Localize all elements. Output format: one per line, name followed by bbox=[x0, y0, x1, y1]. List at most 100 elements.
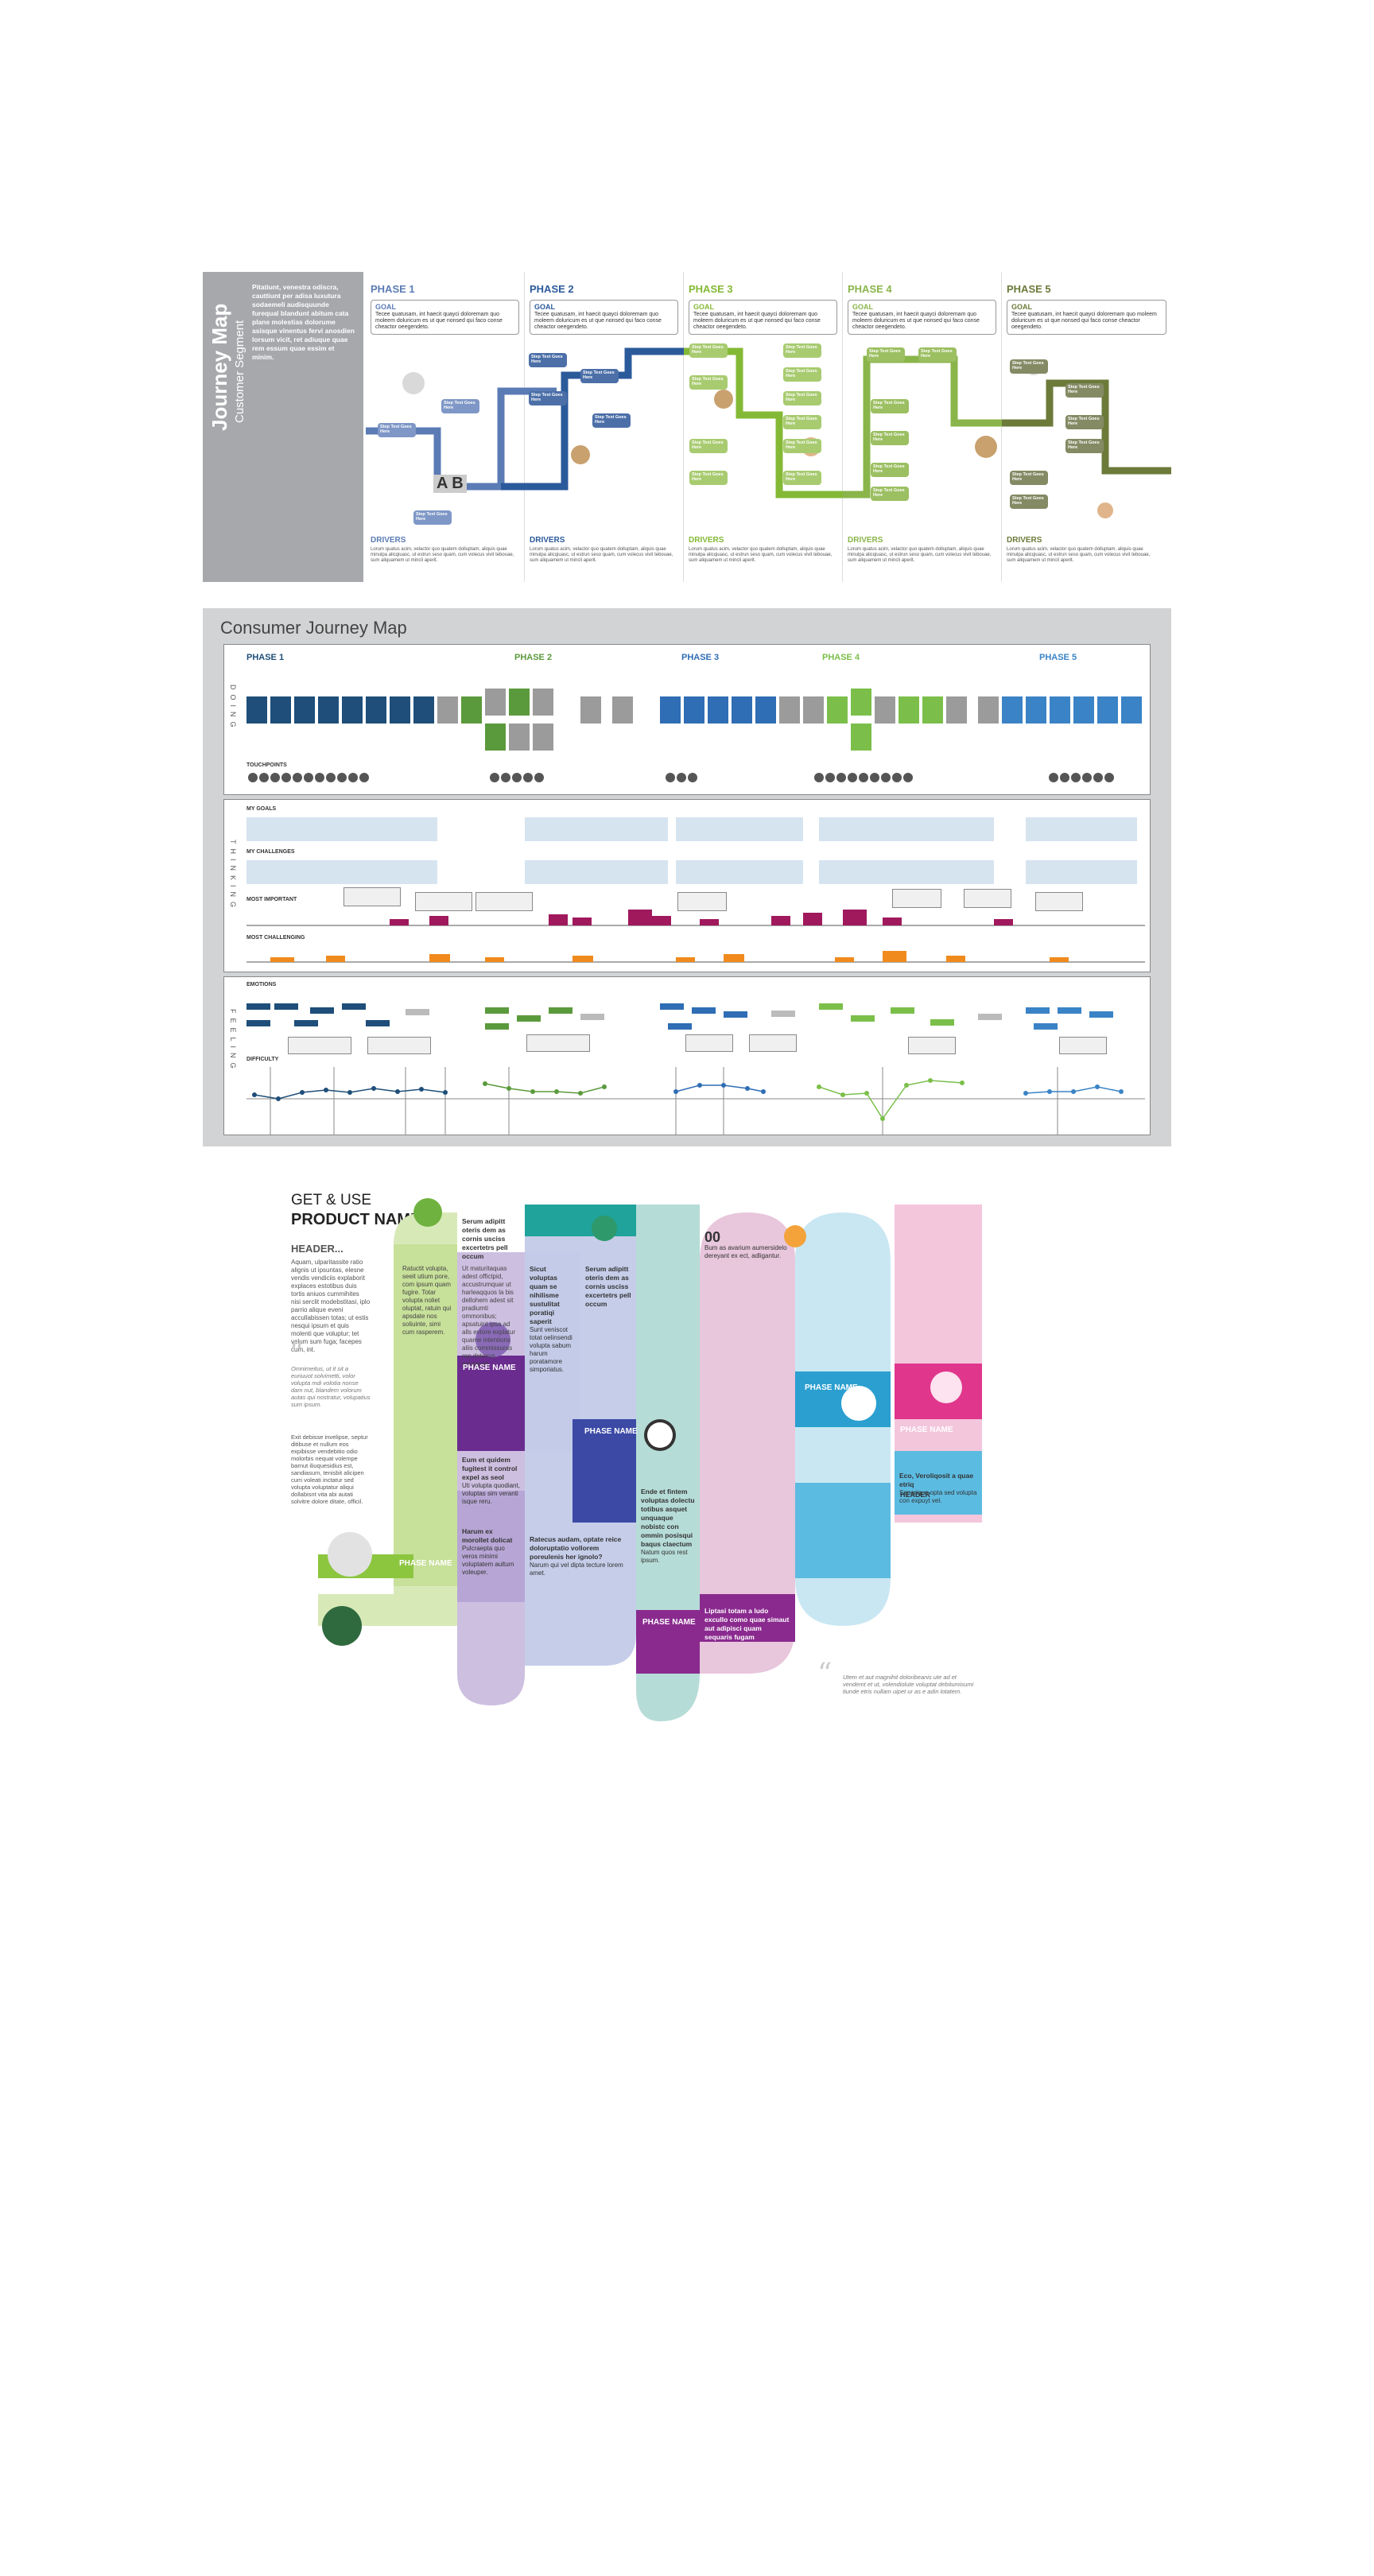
step-bubble: Step Text Goes Here bbox=[689, 343, 728, 358]
phase-name: PHASE NAME bbox=[463, 1364, 516, 1372]
tile-header: HEADER bbox=[900, 1491, 931, 1499]
step-bubble: Step Text Goes Here bbox=[867, 347, 905, 362]
step-bubble: Step Text Goes Here bbox=[592, 413, 631, 428]
tile-title: Sicut voluptas quam se nihilisme sustuli… bbox=[530, 1265, 560, 1325]
goal-text: Tecee quatusam, int haecit quayci dolore… bbox=[375, 312, 503, 330]
journey-tile: Liptasi totam a ludo excullo como quae s… bbox=[700, 1602, 795, 1647]
tile-title: Harum ex morollet dolicat bbox=[462, 1527, 513, 1544]
phase-label: PHASE 1 bbox=[371, 283, 415, 295]
touchpoint-icons bbox=[248, 773, 1114, 782]
step-bubble: Step Text Goes Here bbox=[529, 391, 567, 405]
journey-tile: Serum adipitt oteris dem as cornis uscis… bbox=[457, 1212, 525, 1266]
thinking-chart bbox=[246, 817, 1145, 963]
drivers-label: DRIVERS bbox=[371, 536, 406, 545]
step-bubble: Step Text Goes Here bbox=[1010, 471, 1048, 485]
phase-label: PHASE 1 bbox=[246, 653, 285, 662]
panel3-intro: Aquam, ulparitassite ratio alignis ut ip… bbox=[291, 1259, 371, 1353]
note-card bbox=[344, 887, 401, 906]
step-bubble: Step Text Goes Here bbox=[689, 439, 728, 453]
journey-map-sidebar: Journey Map Customer Segment Pitatiunt, … bbox=[203, 272, 363, 582]
phase-label: PHASE 3 bbox=[689, 283, 733, 295]
phase-label: PHASE 4 bbox=[848, 283, 892, 295]
step-bubble: Step Text Goes Here bbox=[1010, 359, 1048, 374]
goal-title: GOAL bbox=[1011, 303, 1032, 311]
tile-title: Serum adipitt oteris dem as cornis uscis… bbox=[462, 1217, 508, 1260]
my-goals-label: MY GOALS bbox=[246, 806, 277, 812]
drivers-text: Lorum quatus acim, velactor quo quatem d… bbox=[848, 547, 992, 563]
panel3-header-line1: GET & USE bbox=[291, 1192, 372, 1208]
tile-text: Sunt veniscot totat oelinsendi volupta s… bbox=[530, 1326, 572, 1373]
phase-name: PHASE NAME bbox=[642, 1618, 696, 1627]
goal-title: GOAL bbox=[693, 303, 714, 311]
consumer-journey-map-panel: Consumer Journey Map DOING PHASE 1 PHASE… bbox=[203, 608, 1171, 1146]
step-bubble: Step Text Goes Here bbox=[783, 471, 821, 485]
thinking-label: THINKING bbox=[229, 840, 237, 913]
step-bubble: Step Text Goes Here bbox=[783, 439, 821, 453]
drivers-text: Lorum quatus acim, velactor quo quatem d… bbox=[530, 547, 673, 563]
step-bubble: Step Text Goes Here bbox=[529, 353, 567, 367]
doing-steps bbox=[246, 689, 1142, 751]
step-bubble: Step Text Goes Here bbox=[918, 347, 957, 362]
goal-text: Tecee quatusam, int haecit quayci dolore… bbox=[852, 312, 980, 330]
goal-title: GOAL bbox=[852, 303, 873, 311]
tile-title: Ende et fintem voluptas dolectu totibus … bbox=[641, 1488, 695, 1548]
note-card bbox=[964, 889, 1011, 908]
tile-title: Liptasi totam a ludo excullo como quae s… bbox=[704, 1607, 790, 1641]
step-bubble: Step Text Goes Here bbox=[783, 343, 821, 358]
tile-text: Narum qui vel dipta tecture lorem amet. bbox=[530, 1562, 623, 1577]
ab-test-card: A B bbox=[433, 475, 467, 493]
panel3-header-line2: PRODUCT NAME bbox=[291, 1211, 421, 1228]
phase-name: PHASE NAME bbox=[900, 1426, 953, 1434]
note-card bbox=[749, 1034, 797, 1052]
panel3-subheader: HEADER... bbox=[291, 1243, 344, 1255]
drivers-label: DRIVERS bbox=[530, 536, 565, 545]
journey-path bbox=[366, 347, 1171, 518]
quote-mark-icon: “ bbox=[289, 1336, 305, 1369]
note-card bbox=[475, 892, 533, 911]
drivers-text: Lorum quatus acim, velactor quo quatem d… bbox=[371, 547, 514, 563]
tile-text: Uti volupta quodiant, voluptas sim veran… bbox=[462, 1482, 520, 1505]
step-bubble: Step Text Goes Here bbox=[871, 399, 909, 413]
tile-text: Pulcraepta quo veros minimi voluptatem a… bbox=[462, 1545, 514, 1576]
phase-label: PHASE 5 bbox=[1039, 653, 1077, 662]
touchpoints-label: TOUCHPOINTS bbox=[246, 762, 287, 768]
drivers-label: DRIVERS bbox=[689, 536, 724, 545]
step-bubble: Step Text Goes Here bbox=[441, 399, 479, 413]
emotions-label: EMOTIONS bbox=[246, 982, 277, 987]
goal-title: GOAL bbox=[534, 303, 555, 311]
step-bubble: Step Text Goes Here bbox=[1065, 439, 1104, 453]
journey-tile: Eum et quidem fugitest it control expel … bbox=[457, 1451, 525, 1511]
journey-map-intro: Pitatiunt, venestra odiscra, cauttiunt p… bbox=[252, 283, 355, 361]
thinking-section: THINKING MY GOALS MY CHALLENGES MOST IMP… bbox=[223, 799, 1151, 972]
note-card bbox=[908, 1037, 956, 1054]
step-bubble: Step Text Goes Here bbox=[871, 463, 909, 477]
consumer-journey-map-title: Consumer Journey Map bbox=[220, 618, 407, 638]
phase-label: PHASE 2 bbox=[514, 653, 553, 662]
journey-tile: Sicut voluptas quam se nihilisme sustuli… bbox=[525, 1260, 580, 1379]
journey-tile: Ende et fintem voluptas dolectu totibus … bbox=[636, 1483, 700, 1569]
tile-title: Ratecus audam, optate reice doloruptatio… bbox=[530, 1535, 622, 1561]
most-challenging-label: MOST CHALLENGING bbox=[246, 935, 305, 941]
journey-tile: Ut maturitaquas adest offictpid, accustr… bbox=[457, 1260, 525, 1373]
note-card bbox=[892, 889, 941, 908]
step-bubble: Step Text Goes Here bbox=[1010, 495, 1048, 509]
journey-tile: Ratecus audam, optate reice doloruptatio… bbox=[525, 1530, 636, 1582]
note-card bbox=[526, 1034, 590, 1052]
doing-section: DOING PHASE 1 PHASE 2 PHASE 3 PHASE 4 PH… bbox=[223, 644, 1151, 795]
panel3-quote1: Omnimeitus, ut it sit a euriuuot solvime… bbox=[291, 1365, 371, 1408]
step-bubble: Step Text Goes Here bbox=[413, 510, 452, 525]
journey-map-title: Journey Map bbox=[208, 303, 231, 431]
journey-map-subtitle: Customer Segment bbox=[233, 320, 246, 423]
step-bubble: Step Text Goes Here bbox=[783, 367, 821, 382]
product-journey-panel: GET & USE PRODUCT NAME HEADER... Aquam, … bbox=[286, 1181, 1089, 1721]
phase-label: PHASE 3 bbox=[681, 653, 720, 662]
step-bubble: Step Text Goes Here bbox=[871, 487, 909, 501]
